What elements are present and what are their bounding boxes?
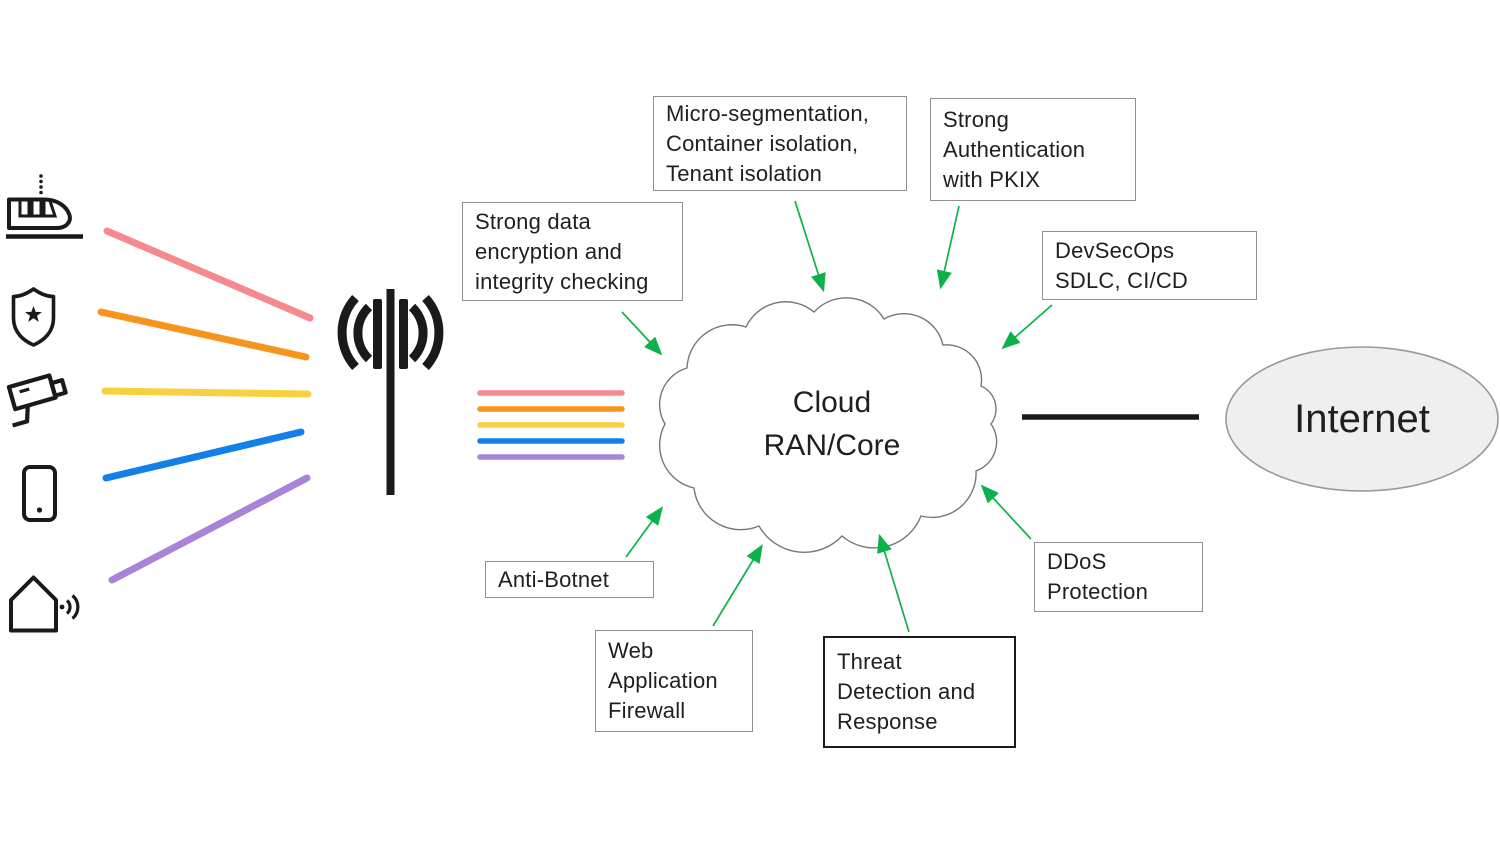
device-access-lines	[97, 227, 314, 584]
devsecops-label: DevSecOps SDLC, CI/CD	[1055, 237, 1188, 293]
label-box-strong-authentication: Strong Authentication with PKIX	[930, 98, 1136, 201]
cloud-shape	[658, 297, 998, 553]
label-box-threat-detection: Threat Detection and Response	[823, 636, 1016, 748]
label-box-anti-botnet: Anti-Botnet	[485, 561, 654, 598]
arrow-anti-botnet	[625, 506, 664, 558]
cctv-camera-icon	[6, 373, 68, 428]
cell-tower-icon	[337, 289, 444, 495]
strong-authentication-label: Strong Authentication with PKIX	[943, 106, 1086, 192]
smartphone-icon	[22, 465, 57, 522]
waf-label: Web Application Firewall	[608, 638, 718, 723]
anti-botnet-label: Anti-Botnet	[498, 566, 610, 592]
arrow-devsecops	[1001, 304, 1053, 350]
arrow-micro-segmentation	[794, 200, 826, 293]
cloud-ran-core-label: Cloud RAN/Core	[763, 386, 901, 462]
smart-home-icon	[9, 575, 80, 633]
security-arrows	[621, 200, 1053, 633]
arrow-strong-auth	[936, 205, 960, 290]
arrow-threat-detection	[877, 533, 910, 633]
high-speed-train-icon	[6, 174, 83, 239]
label-box-strong-encryption: Strong data encryption and integrity che…	[462, 202, 683, 301]
arrow-waf	[712, 544, 763, 627]
train-link-line	[103, 227, 314, 322]
threat-detection-label: Threat Detection and Response	[837, 649, 976, 734]
label-box-ddos-protection: DDoS Protection	[1034, 542, 1203, 612]
micro-segmentation-label: Micro-segmentation, Container isolation,…	[666, 100, 870, 186]
label-box-micro-segmentation: Micro-segmentation, Container isolation,…	[653, 96, 907, 191]
internet-label: Internet	[1294, 397, 1430, 441]
label-box-devsecops: DevSecOps SDLC, CI/CD	[1042, 231, 1257, 300]
camera-link-line	[101, 387, 312, 398]
arrow-strong-encryption	[621, 311, 663, 356]
shield-link-line	[97, 308, 310, 361]
internet-ellipse	[1225, 346, 1499, 492]
shield-star-icon	[11, 287, 56, 347]
label-box-web-application-firewall: Web Application Firewall	[595, 630, 753, 732]
arrow-ddos	[980, 484, 1032, 540]
phone-link-line	[102, 428, 305, 482]
tower-cloud-lines	[477, 390, 625, 460]
ddos-protection-label: DDoS Protection	[1047, 549, 1149, 604]
strong-encryption-label: Strong data encryption and integrity che…	[475, 208, 649, 294]
home-link-line	[108, 474, 311, 584]
